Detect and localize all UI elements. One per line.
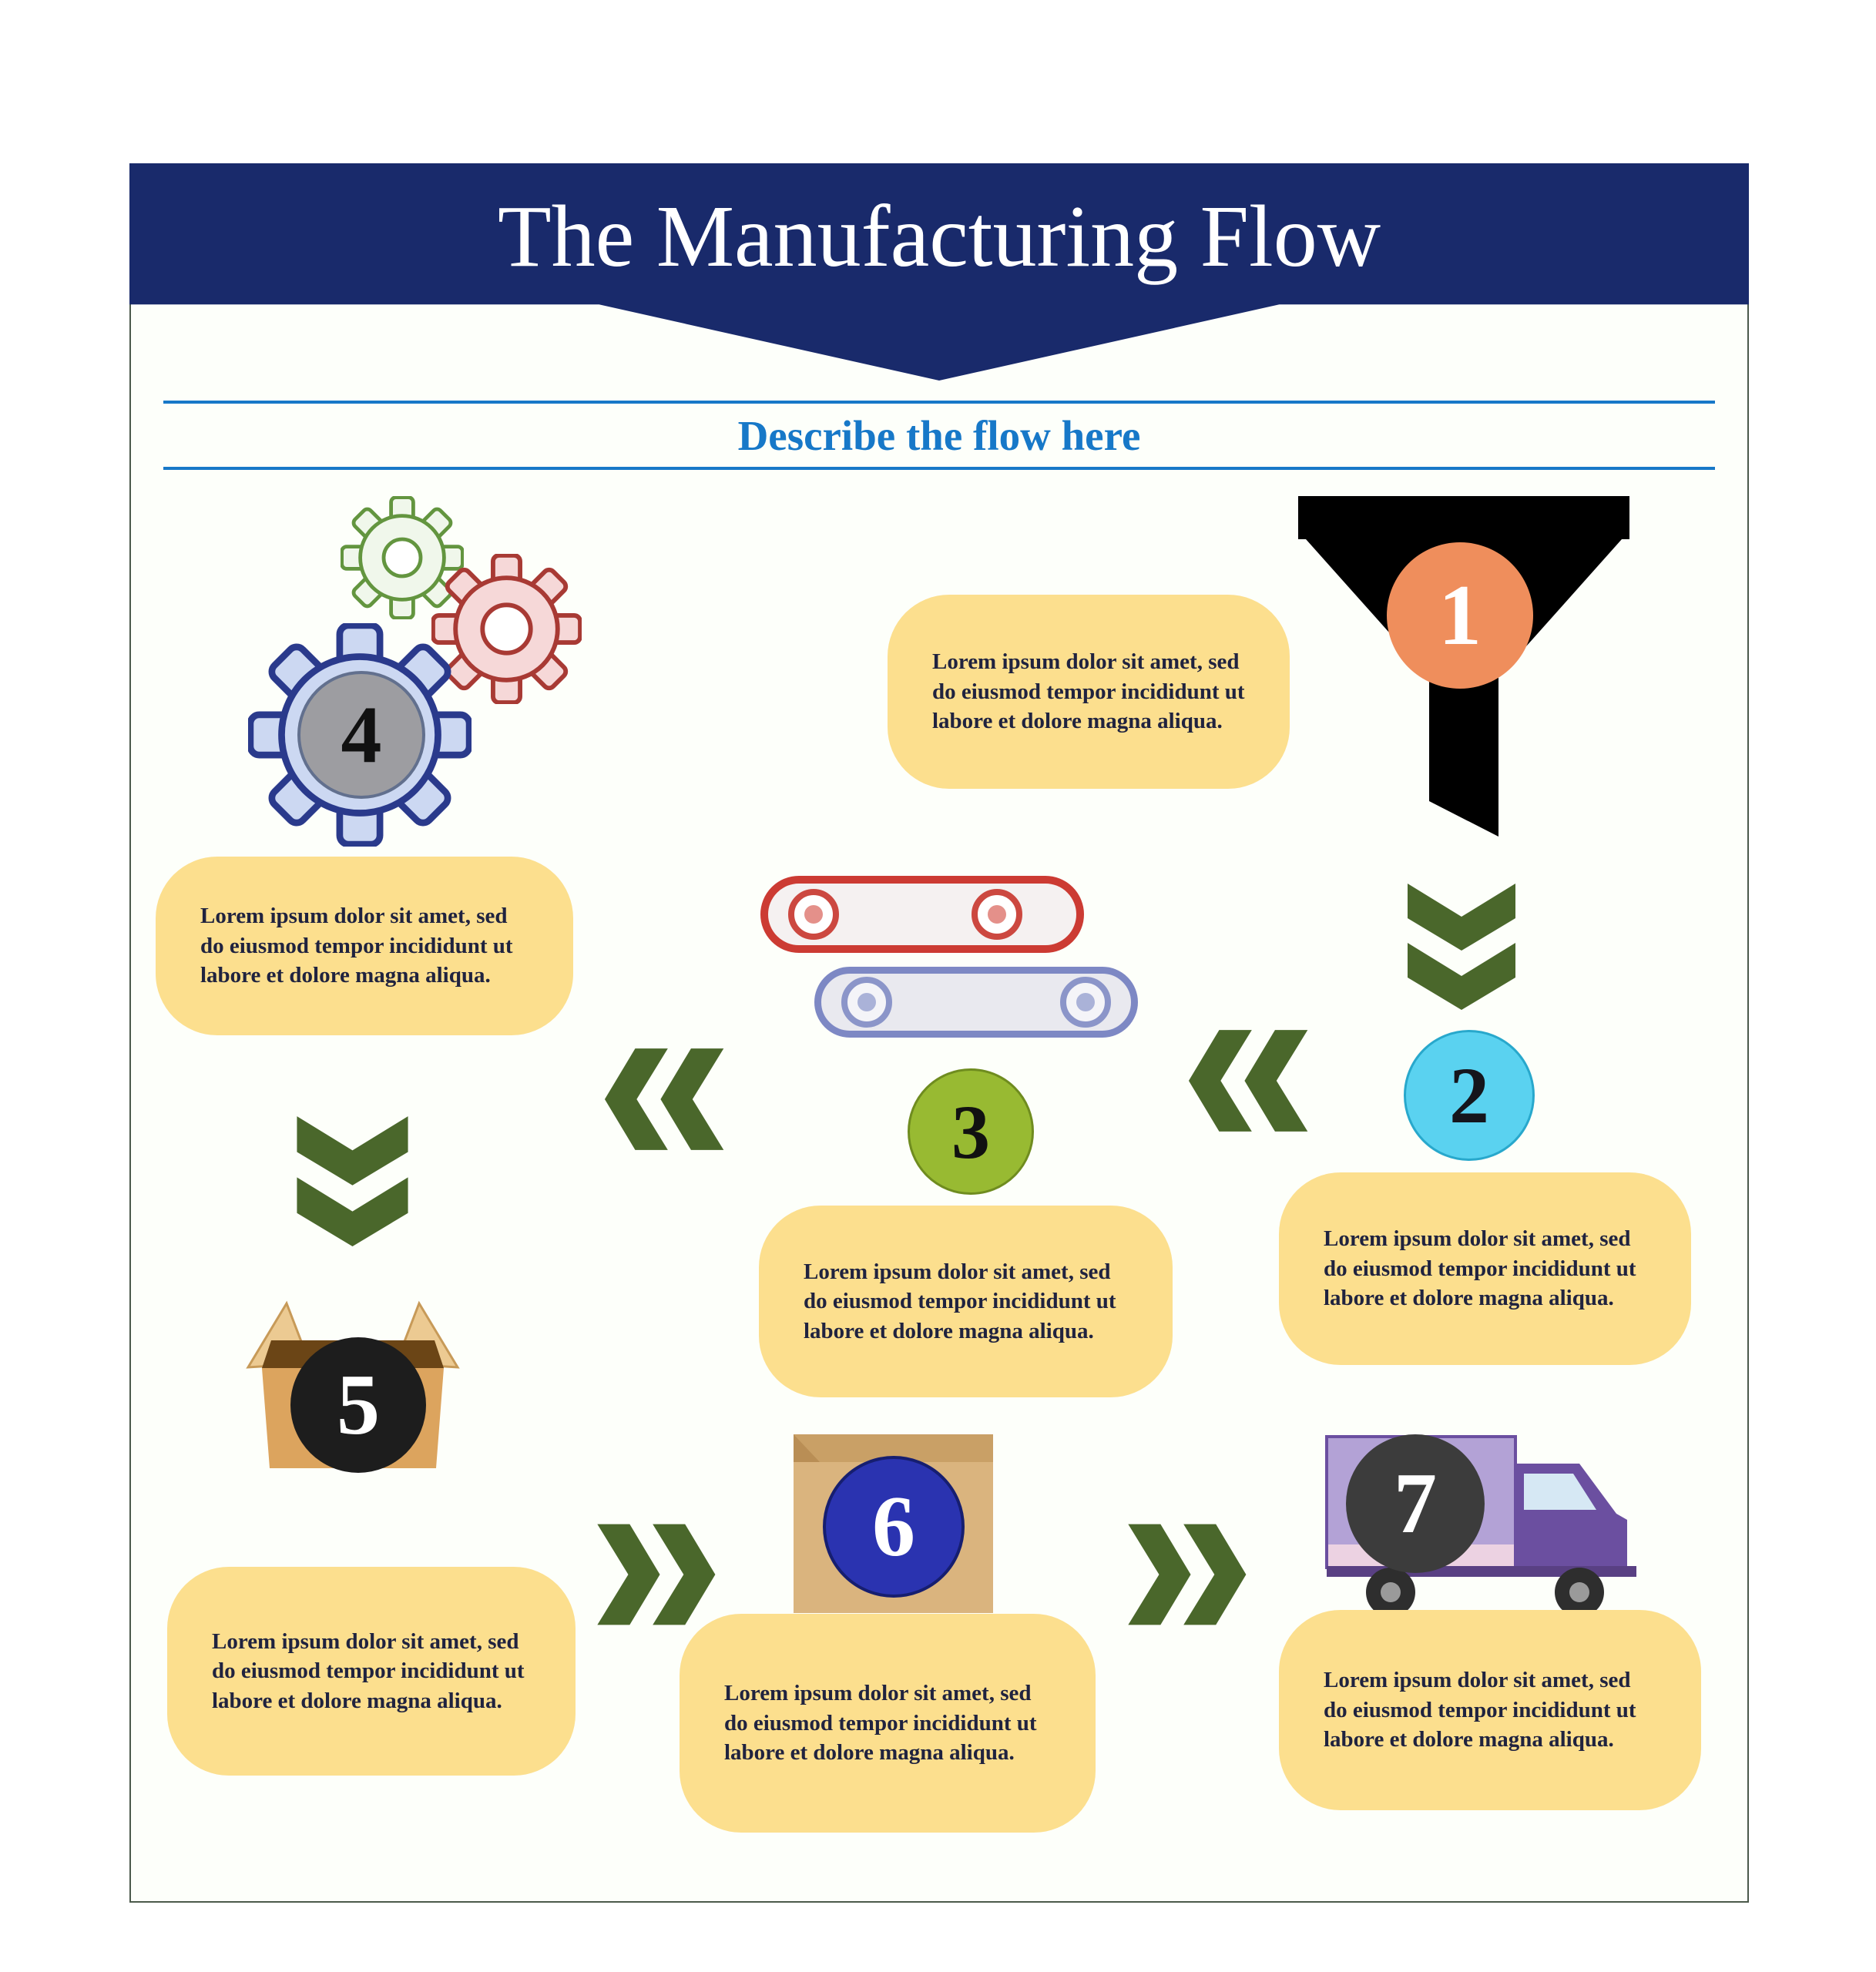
divider-top — [163, 401, 1715, 404]
belt-roller-icon — [1060, 977, 1111, 1028]
step-6-bubble: Lorem ipsum dolor sit amet, sed do eiusm… — [680, 1614, 1096, 1833]
step-5-bubble: Lorem ipsum dolor sit amet, sed do eiusm… — [167, 1567, 576, 1776]
step-3-number-circle: 3 — [908, 1068, 1034, 1195]
chevron-down-icon — [1408, 884, 1515, 1010]
step-1-text: Lorem ipsum dolor sit amet, sed do eiusm… — [932, 649, 1245, 734]
belt-roller-icon — [972, 889, 1022, 940]
step-4-number: 4 — [341, 689, 382, 780]
step-1-bubble: Lorem ipsum dolor sit amet, sed do eiusm… — [888, 595, 1290, 789]
step-5-text: Lorem ipsum dolor sit amet, sed do eiusm… — [212, 1628, 525, 1713]
step-6-number: 6 — [872, 1478, 915, 1575]
step-6-number-circle: 6 — [823, 1456, 965, 1598]
step-2-bubble: Lorem ipsum dolor sit amet, sed do eiusm… — [1279, 1172, 1691, 1365]
gear-small-green-icon — [341, 496, 464, 619]
step-4-text: Lorem ipsum dolor sit amet, sed do eiusm… — [200, 904, 513, 988]
step-4-number-circle: 4 — [297, 671, 425, 799]
step-7-text: Lorem ipsum dolor sit amet, sed do eiusm… — [1324, 1668, 1636, 1752]
step-3-bubble: Lorem ipsum dolor sit amet, sed do eiusm… — [759, 1206, 1173, 1397]
step-2-number-circle: 2 — [1404, 1030, 1535, 1161]
chevron-right-icon — [597, 1524, 716, 1625]
step-7-number: 7 — [1394, 1455, 1437, 1551]
step-1-number: 1 — [1438, 567, 1482, 663]
page-title: The Manufacturing Flow — [497, 187, 1381, 285]
step-3-number: 3 — [951, 1088, 990, 1175]
conveyor-belt-red-icon — [760, 876, 1084, 953]
step-4-bubble: Lorem ipsum dolor sit amet, sed do eiusm… — [156, 857, 573, 1035]
infographic-frame: The Manufacturing Flow Describe the flow… — [129, 163, 1749, 1903]
step-7-bubble: Lorem ipsum dolor sit amet, sed do eiusm… — [1279, 1610, 1701, 1810]
step-3-text: Lorem ipsum dolor sit amet, sed do eiusm… — [804, 1259, 1116, 1343]
conveyor-belt-blue-icon — [814, 967, 1138, 1038]
step-7-number-circle: 7 — [1346, 1434, 1485, 1573]
page-subtitle: Describe the flow here — [737, 412, 1141, 459]
divider-bottom — [163, 467, 1715, 470]
step-1-number-circle: 1 — [1387, 542, 1533, 689]
step-5-number: 5 — [337, 1357, 380, 1453]
belt-roller-icon — [788, 889, 839, 940]
step-6-text: Lorem ipsum dolor sit amet, sed do eiusm… — [724, 1681, 1037, 1766]
belt-roller-icon — [841, 977, 892, 1028]
chevron-down-icon — [297, 1116, 408, 1246]
chevron-left-icon — [1188, 1030, 1308, 1132]
step-2-number: 2 — [1449, 1051, 1489, 1140]
chevron-left-icon — [604, 1048, 724, 1150]
step-2-text: Lorem ipsum dolor sit amet, sed do eiusm… — [1324, 1226, 1636, 1311]
step-5-number-circle: 5 — [290, 1337, 426, 1473]
chevron-right-icon — [1128, 1524, 1247, 1625]
gear-medium-red-icon — [431, 554, 582, 704]
